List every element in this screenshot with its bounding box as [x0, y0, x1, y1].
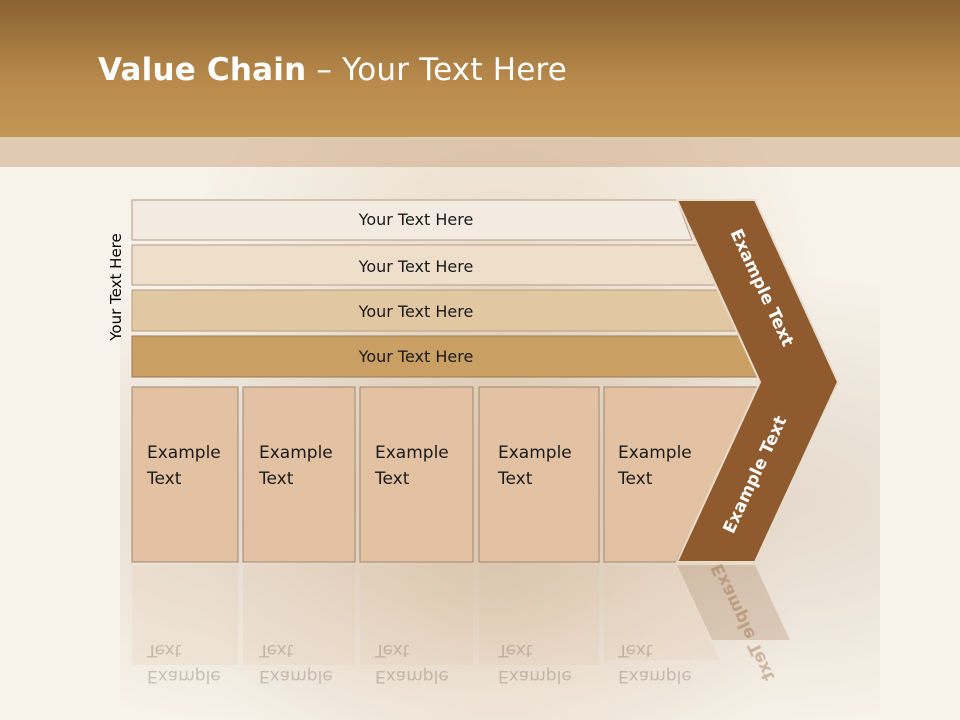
box-1-line2: Text: [146, 469, 182, 489]
chevron-arrow: [675, 199, 840, 563]
box-1: [131, 386, 239, 563]
bar-3-label: Your Text Here: [358, 302, 474, 321]
box-2-reflection-line2: Text: [258, 640, 294, 660]
reflection: [132, 565, 790, 665]
box-1-reflection-line2: Text: [146, 640, 182, 660]
title-bold: Value Chain: [98, 52, 307, 88]
bar-1: [131, 199, 693, 241]
header-strip: [0, 137, 960, 167]
box-1-line1: Example: [147, 443, 221, 463]
box-3-reflection-line2: Text: [374, 640, 410, 660]
box-4-line2: Text: [497, 469, 533, 489]
box-5-reflection-line2: Text: [617, 640, 653, 660]
box-4-reflection-line2: Text: [497, 640, 533, 660]
header-band: [0, 0, 960, 137]
bar-2-label: Your Text Here: [358, 257, 474, 276]
box-4-reflection-line1: Example: [498, 666, 572, 686]
box-5-line2: Text: [617, 469, 653, 489]
box-3-line2: Text: [374, 469, 410, 489]
box-2-line1: Example: [259, 443, 333, 463]
box-2-reflection-line1: Example: [259, 666, 333, 686]
box-4-line1: Example: [498, 443, 572, 463]
box-3: [359, 386, 474, 563]
box-2: [242, 386, 356, 563]
box-4: [478, 386, 600, 563]
title-rest: – Your Text Here: [306, 52, 568, 88]
box-3-reflection-line1: Example: [375, 666, 449, 686]
bar-4-label: Your Text Here: [358, 347, 474, 366]
box-3-line1: Example: [375, 443, 449, 463]
box-5-reflection-line1: Example: [618, 666, 692, 686]
slide-title: Value Chain – Your Text Here: [98, 52, 567, 88]
box-1-reflection-line1: Example: [147, 666, 221, 686]
box-5-line1: Example: [618, 443, 692, 463]
box-2-line2: Text: [258, 469, 294, 489]
bar-1-label: Your Text Here: [358, 210, 474, 229]
